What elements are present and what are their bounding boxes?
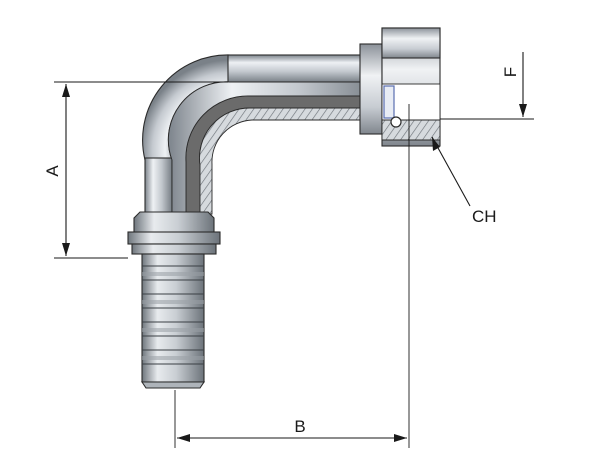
callout-ch: CH: [431, 136, 497, 226]
dimension-a: A: [43, 81, 228, 259]
hex-collar: [133, 211, 215, 233]
fitting-body: [127, 27, 441, 389]
bore-lip: [167, 81, 381, 215]
label-b: B: [294, 417, 305, 436]
tail-end: [140, 381, 206, 389]
o-ring: [390, 116, 402, 128]
collar-ring-2: [131, 243, 217, 255]
label-ch: CH: [472, 207, 497, 226]
horizontal-tube: [227, 54, 369, 83]
hose-barbs: [142, 265, 204, 365]
collar-ring: [127, 231, 221, 245]
barb-shading: [142, 272, 204, 360]
swivel-nut: [359, 27, 441, 147]
seal-seat: [383, 85, 395, 119]
dimension-b: B: [174, 104, 410, 448]
sectioned-wall: [199, 107, 383, 215]
dimension-f: F: [440, 52, 534, 120]
label-a: A: [43, 165, 62, 177]
vertical-tube: [144, 157, 173, 215]
label-f: F: [501, 67, 520, 77]
